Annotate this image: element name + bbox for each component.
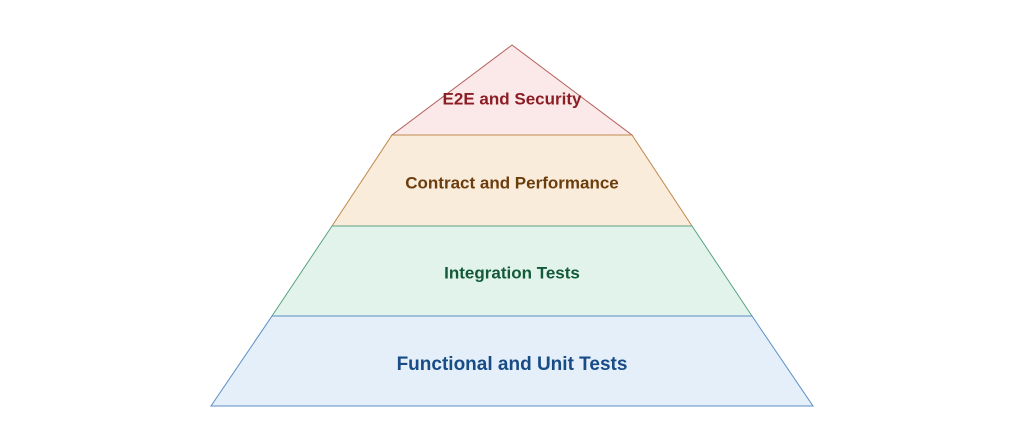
layer-functional-unit-tests-label: Functional and Unit Tests [397,354,628,375]
layer-functional-unit-tests-shape [210,315,814,407]
layer-integration-tests-label: Integration Tests [444,263,580,282]
layer-contract-performance-label: Contract and Performance [405,173,619,192]
layer-e2e-security-label: E2E and Security [443,89,582,108]
